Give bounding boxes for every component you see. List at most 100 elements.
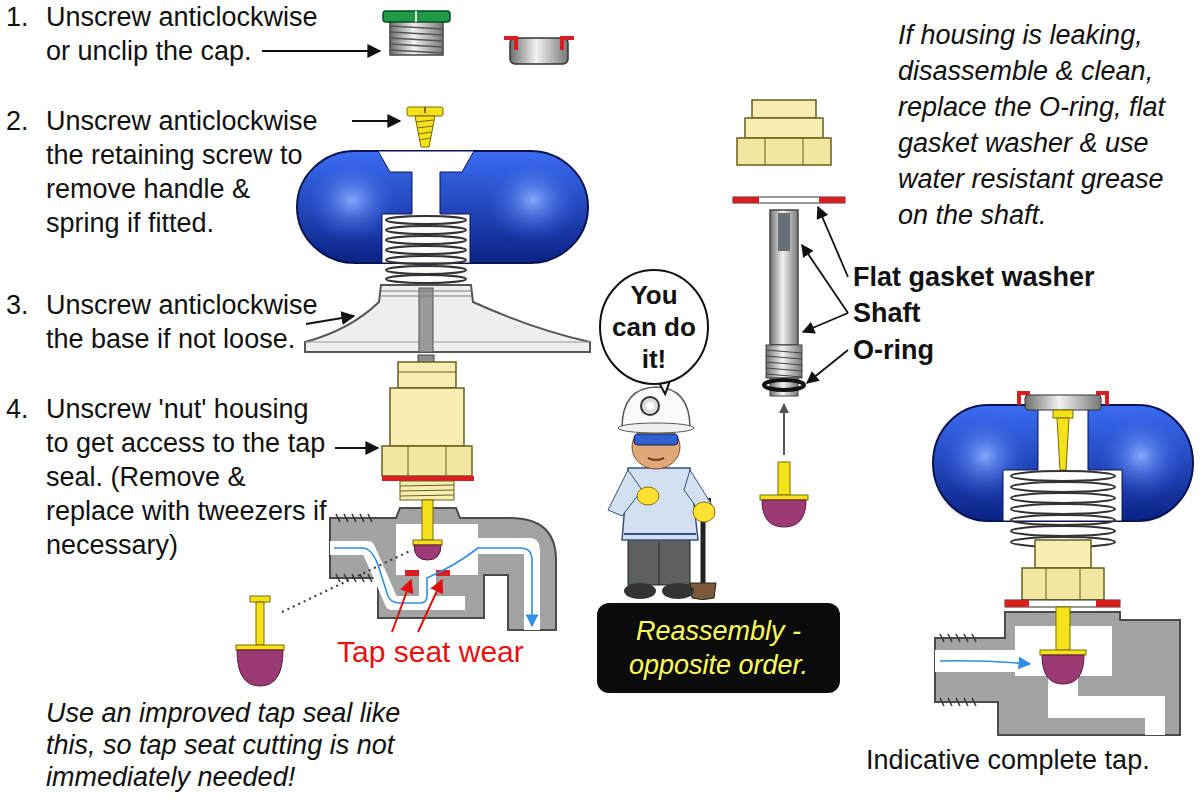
retaining-screw	[424, 107, 426, 113]
nut-housing	[390, 388, 464, 446]
cap	[383, 11, 450, 55]
shaft	[764, 380, 804, 390]
complete-tap	[1005, 600, 1029, 607]
complete-tap	[1011, 526, 1115, 536]
tap-seal	[413, 540, 442, 545]
leader-arrow	[802, 245, 848, 313]
miner-figure	[641, 397, 659, 415]
complete-tap	[1011, 482, 1115, 492]
base	[381, 291, 472, 296]
miner-figure	[608, 387, 716, 600]
tap-body	[396, 524, 478, 575]
complete-tap	[1025, 395, 1101, 410]
miner-figure	[659, 542, 660, 585]
retaining-screw	[415, 116, 435, 147]
gasket-washer	[819, 197, 845, 203]
spring	[386, 256, 466, 264]
cap	[415, 11, 417, 22]
leader-arrow	[262, 50, 380, 52]
cap	[390, 21, 443, 55]
complete-tap	[1096, 600, 1120, 607]
nut-housing	[398, 372, 456, 373]
speech-bubble: You can do it!	[598, 268, 710, 386]
step-text: Unscrew anticlockwise or unclip the cap.	[46, 0, 328, 68]
miner-figure	[622, 387, 690, 428]
part-label: O-ring	[853, 333, 934, 367]
handle	[378, 151, 474, 263]
handle	[297, 151, 588, 263]
water-flow	[334, 548, 532, 626]
nut-housing	[382, 446, 472, 476]
complete-tap	[1011, 504, 1115, 514]
spring	[386, 246, 466, 254]
spring	[386, 226, 466, 234]
spare-seal	[760, 462, 808, 527]
repair-note: If housing is leaking, disassemble & cle…	[898, 17, 1180, 233]
step-number: 3.	[6, 288, 29, 322]
miner-figure	[608, 470, 642, 516]
complete-tap	[1005, 600, 1120, 607]
dotted-leader	[282, 550, 412, 612]
complete-tap	[1040, 650, 1086, 655]
complete-tap	[1057, 418, 1069, 470]
miner-figure	[624, 583, 656, 599]
improved-seal	[236, 596, 284, 686]
reassembly-box: Reassembly - opposite order.	[597, 603, 840, 693]
shaft	[766, 350, 802, 377]
tap-body	[330, 508, 556, 630]
complete-tap	[1080, 568, 1081, 600]
miner-figure	[693, 502, 715, 522]
leader-arrow	[807, 350, 848, 383]
miner-figure	[618, 423, 694, 433]
complete-tap	[933, 405, 1193, 521]
complete-tap	[940, 634, 976, 706]
exploded-housing	[752, 100, 816, 118]
step-text: Unscrew anticlockwise the retaining scre…	[46, 104, 328, 240]
improved-seal	[256, 602, 264, 645]
nut-housing	[382, 355, 474, 500]
part-label: Shaft	[853, 296, 921, 330]
leader-arrow	[352, 120, 400, 122]
improved-seal	[250, 596, 270, 602]
bubble-body	[600, 270, 708, 384]
gasket-washer	[733, 197, 845, 203]
tap-seal	[413, 500, 442, 560]
base	[419, 288, 433, 352]
complete-tap	[1053, 410, 1073, 418]
miner-figure	[646, 402, 654, 410]
base	[305, 285, 590, 352]
complete-tap	[1145, 716, 1165, 735]
box-text: Reassembly - opposite order.	[613, 614, 824, 682]
nut-housing	[400, 481, 454, 500]
cap	[390, 26, 443, 53]
complete-tap	[1019, 393, 1107, 405]
tap-body	[405, 570, 419, 576]
nut-housing	[408, 446, 409, 476]
retaining-screw	[407, 107, 443, 116]
base	[305, 285, 590, 352]
tap-body	[330, 508, 556, 630]
assembly-arrow	[783, 404, 785, 455]
miner-figure	[637, 487, 659, 505]
miner-figure	[634, 434, 678, 445]
complete-tap	[1035, 540, 1091, 568]
spare-seal	[778, 462, 790, 495]
spring	[386, 216, 466, 224]
nut-housing	[398, 362, 456, 388]
tap-seal	[414, 545, 441, 560]
miner-figure	[624, 533, 696, 535]
tip-note: Use an improved tap seal like this, so t…	[46, 697, 438, 793]
miner-figure	[648, 458, 664, 460]
tap-body	[478, 546, 532, 630]
wear-label: Tap seat wear	[337, 634, 524, 670]
nut-housing	[446, 446, 447, 476]
tap-body	[330, 548, 465, 603]
leader-arrow	[335, 447, 378, 449]
handle	[297, 151, 588, 263]
clip-cap	[510, 38, 568, 64]
wear-arrow	[392, 580, 411, 632]
complete-tap	[1048, 696, 1165, 718]
complete-tap	[1056, 607, 1070, 650]
part-label: Flat gasket washer	[853, 260, 1095, 294]
